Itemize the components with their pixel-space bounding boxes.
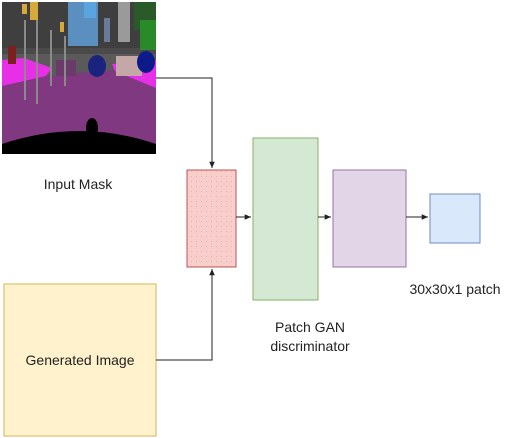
discriminator-label-line1: Patch GAN — [274, 319, 346, 335]
generated-image-box — [3, 283, 157, 437]
input-mask-label: Input Mask — [43, 176, 113, 192]
discriminator-label-line2: discriminator — [270, 338, 350, 354]
feature-block — [332, 169, 407, 268]
discriminator-block — [252, 137, 319, 301]
generated-image-label: Generated Image — [25, 352, 135, 368]
input-mask-image — [2, 2, 156, 154]
output-patch-label: 30x30x1 patch — [409, 281, 501, 297]
generated-to-concat-arrow — [156, 269, 215, 361]
output-patch-block — [429, 193, 481, 244]
concat-input-block — [186, 169, 237, 268]
mask-to-concat-arrow — [156, 77, 215, 168]
discriminator-label: Patch GAN discriminator — [250, 318, 370, 356]
